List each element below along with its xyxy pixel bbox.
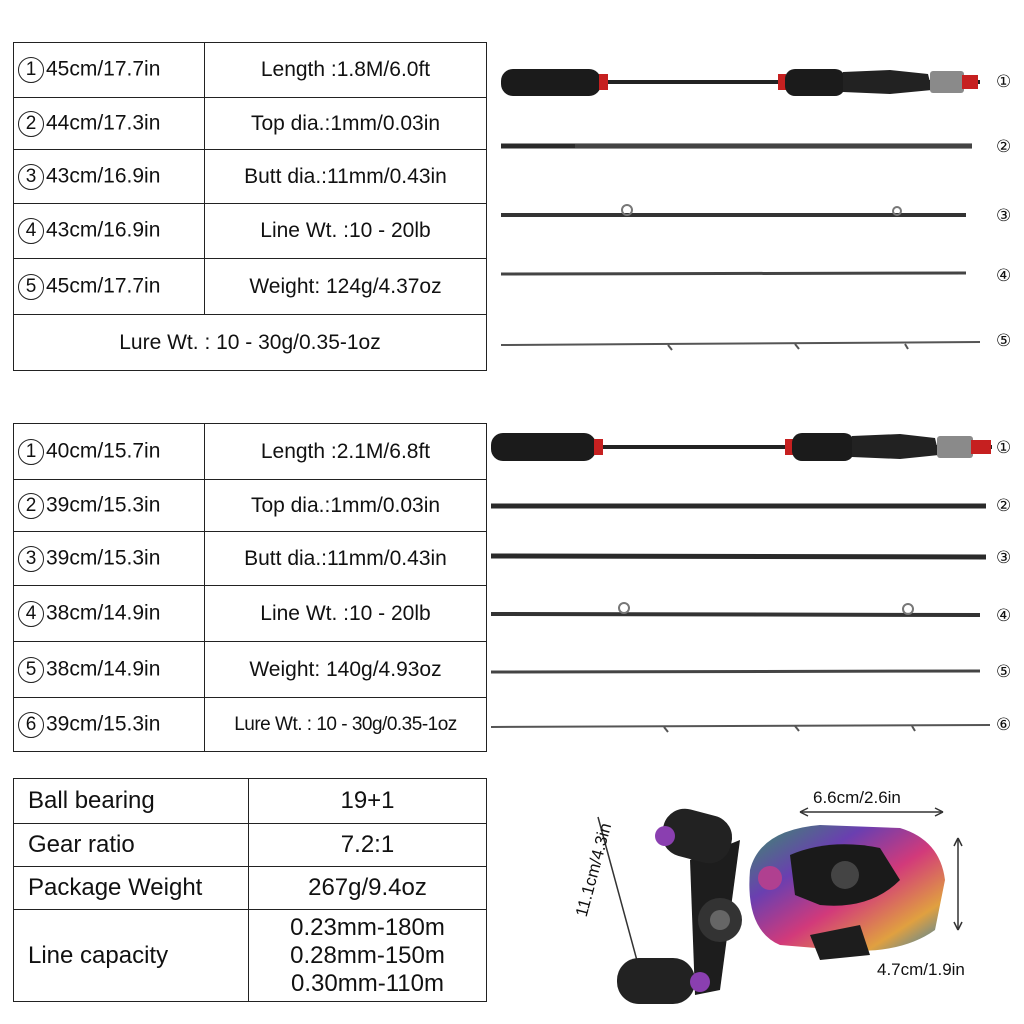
section-length: 40cm/15.7in [46, 439, 161, 463]
section-number: ③ [996, 548, 1012, 567]
section-number-badge: 4 [18, 600, 44, 627]
reel-label: Line capacity [13, 909, 249, 1002]
spec-cell: Length :2.1M/6.8ft [204, 423, 487, 480]
section-number-badge: 1 [18, 57, 44, 83]
reel-label: Ball bearing [13, 778, 249, 824]
section-number: ② [996, 137, 1012, 156]
section-length: 39cm/15.3in [46, 546, 161, 570]
section-number: ⑤ [996, 662, 1012, 681]
section-length: 43cm/16.9in [46, 218, 161, 242]
rod2-section-1 [491, 433, 992, 461]
section-number-badge: 3 [18, 545, 44, 572]
capacity-value: 0.30mm-110m [291, 969, 444, 997]
spec-cell: Length :1.8M/6.0ft [204, 42, 487, 98]
section-length: 45cm/17.7in [46, 274, 161, 298]
spec-cell: Weight: 140g/4.93oz [204, 641, 487, 698]
spec-cell: Butt dia.:11mm/0.43in [204, 149, 487, 204]
rod2-section-5 [490, 669, 981, 674]
section-number-badge: 2 [18, 110, 44, 137]
section-length: 39cm/15.3in [46, 493, 161, 517]
lure-weight-cell: Lure Wt. : 10 - 30g/0.35-1oz [13, 314, 487, 371]
section-number-badge: 1 [18, 438, 44, 465]
section-number: ④ [996, 266, 1012, 285]
capacity-value: 0.28mm-150m [290, 941, 445, 969]
section-length: 44cm/17.3in [46, 111, 161, 135]
grip-icon [501, 69, 601, 96]
section-length: 45cm/17.7in [46, 57, 161, 81]
spec-cell: Weight: 124g/4.37oz [204, 258, 487, 315]
section-number: ① [996, 72, 1012, 91]
section-number-badge: 5 [18, 656, 44, 683]
section-number: ① [996, 438, 1012, 457]
reel-value: 7.2:1 [248, 823, 487, 867]
section-number-badge: 5 [18, 273, 44, 300]
rod2-section-3 [490, 553, 987, 560]
table-row: Gear ratio 7.2:1 [13, 823, 487, 867]
section-length: 38cm/14.9in [46, 657, 161, 681]
rod1-section-1 [501, 69, 980, 96]
section-number: ③ [996, 206, 1012, 225]
rod1-section-4 [500, 271, 967, 276]
table-row: Ball bearing 19+1 [13, 778, 487, 824]
table-row: Lure Wt. : 10 - 30g/0.35-1oz [13, 314, 487, 371]
reel-icon [597, 807, 963, 1004]
spec-cell: Lure Wt. : 10 - 30g/0.35-1oz [204, 697, 487, 752]
rod2-section-4 [490, 602, 981, 617]
section-number: ⑤ [996, 331, 1012, 350]
reel-value: 19+1 [248, 778, 487, 824]
section-number: ② [996, 496, 1012, 515]
spec-cell: Top dia.:1mm/0.03in [204, 479, 487, 532]
section-length: 39cm/15.3in [46, 712, 161, 736]
reel-label: Gear ratio [13, 823, 249, 867]
section-number-badge: 2 [18, 492, 44, 519]
section-number: ④ [996, 606, 1012, 625]
capacity-value: 0.23mm-180m [290, 913, 445, 941]
spec-cell: Butt dia.:11mm/0.43in [204, 531, 487, 586]
section-length: 43cm/16.9in [46, 164, 161, 188]
section-number-badge: 4 [18, 218, 44, 244]
rod1-section-5 [500, 341, 981, 351]
table-row: Line capacity 0.23mm-180m 0.28mm-150m 0.… [13, 909, 487, 1002]
reel-value: 267g/9.4oz [248, 866, 487, 910]
reel-width-label: 6.6cm/2.6in [813, 788, 901, 807]
spec-cell: Top dia.:1mm/0.03in [204, 97, 487, 150]
spec-cell: Line Wt. :10 - 20lb [204, 585, 487, 642]
rod2-section-6 [490, 724, 991, 733]
section-length: 38cm/14.9in [46, 601, 161, 625]
reel-depth-label: 4.7cm/1.9in [877, 960, 965, 979]
line-capacity-values: 0.23mm-180m 0.28mm-150m 0.30mm-110m [248, 909, 487, 1002]
section-number-badge: 3 [18, 163, 44, 190]
section-number: ⑥ [996, 715, 1012, 734]
rod1-section-3 [501, 204, 966, 217]
reel-spec-table: Ball bearing 19+1 Gear ratio 7.2:1 Packa… [13, 778, 487, 1002]
section-number-badge: 6 [18, 711, 44, 738]
